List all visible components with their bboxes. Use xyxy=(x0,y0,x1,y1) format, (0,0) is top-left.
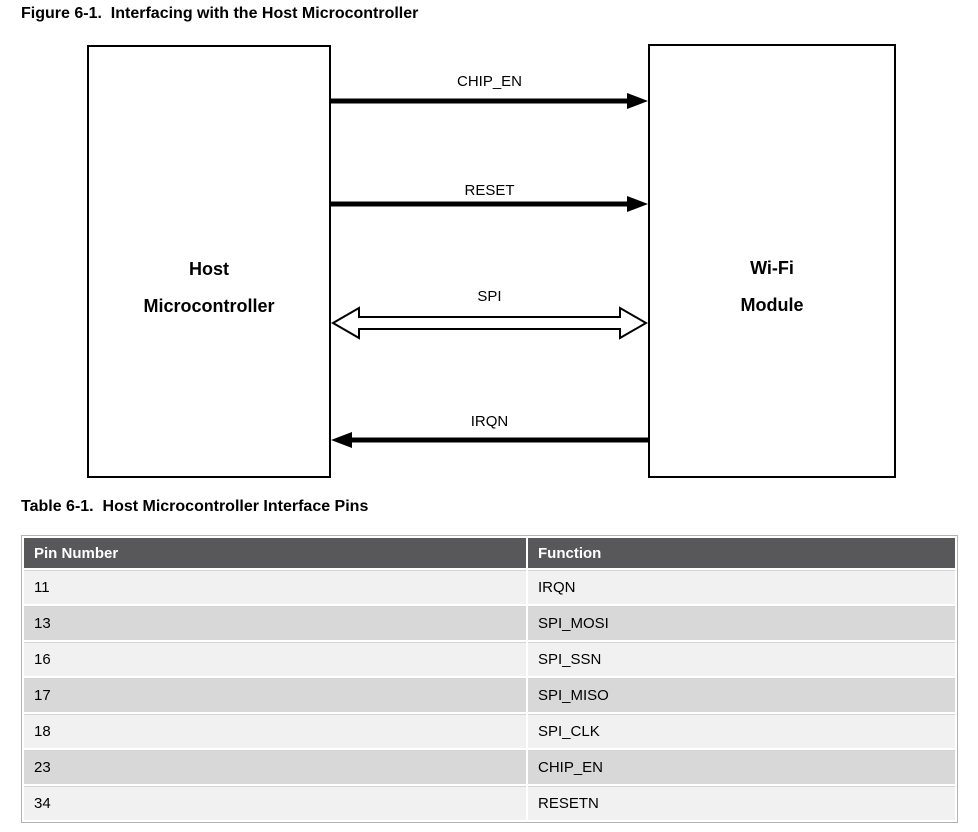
table-row: 23 CHIP_EN xyxy=(24,750,955,784)
host-interface-diagram: Host Microcontroller Wi-Fi Module CHIP_E… xyxy=(87,44,896,478)
host-box-label: Host Microcontroller xyxy=(89,199,329,325)
pin-number-cell: 16 xyxy=(24,642,526,676)
table-row: 34 RESETN xyxy=(24,786,955,820)
pin-number-cell: 23 xyxy=(24,750,526,784)
reset-right-arrow-icon xyxy=(331,196,648,212)
wifi-box-label-line2: Module xyxy=(740,295,804,315)
pin-number-cell: 13 xyxy=(24,606,526,640)
column-header-function: Function xyxy=(528,538,955,568)
host-box-label-line1: Host xyxy=(189,258,229,279)
table-row: 17 SPI_MISO xyxy=(24,678,955,712)
table-row: 11 IRQN xyxy=(24,570,955,604)
function-cell: SPI_MISO xyxy=(528,678,955,712)
reset-signal-label: RESET xyxy=(464,182,515,199)
column-header-pin-number: Pin Number xyxy=(24,538,526,568)
pin-number-cell: 18 xyxy=(24,714,526,748)
figure-title: Figure 6-1. Interfacing with the Host Mi… xyxy=(21,5,419,22)
wifi-box-label-line1: Wi-Fi xyxy=(750,258,794,278)
wifi-box-label: Wi-Fi Module xyxy=(650,198,894,324)
function-cell: SPI_CLK xyxy=(528,714,955,748)
chip-en-right-arrow-icon xyxy=(331,93,648,109)
table-row: 16 SPI_SSN xyxy=(24,642,955,676)
host-box-label-line2: Microcontroller xyxy=(143,295,275,316)
function-cell: RESETN xyxy=(528,786,955,820)
irqn-signal-label: IRQN xyxy=(470,413,509,430)
function-cell: IRQN xyxy=(528,570,955,604)
pin-number-cell: 11 xyxy=(24,570,526,604)
wifi-module-box: Wi-Fi Module xyxy=(648,44,896,478)
function-cell: SPI_SSN xyxy=(528,642,955,676)
spi-signal-label: SPI xyxy=(477,288,502,305)
interface-pins-table: Pin Number Function 11 IRQN 13 SPI_MOSI … xyxy=(21,535,958,823)
table-row: 13 SPI_MOSI xyxy=(24,606,955,640)
spi-bidirectional-arrow-icon xyxy=(331,306,648,340)
function-cell: CHIP_EN xyxy=(528,750,955,784)
pin-number-cell: 17 xyxy=(24,678,526,712)
table-title: Table 6-1. Host Microcontroller Interfac… xyxy=(21,498,369,515)
table-header-row: Pin Number Function xyxy=(24,538,955,568)
irqn-left-arrow-icon xyxy=(331,432,648,448)
host-microcontroller-box: Host Microcontroller xyxy=(87,45,331,478)
function-cell: SPI_MOSI xyxy=(528,606,955,640)
table-row: 18 SPI_CLK xyxy=(24,714,955,748)
chip-en-signal-label: CHIP_EN xyxy=(456,73,523,90)
pin-number-cell: 34 xyxy=(24,786,526,820)
